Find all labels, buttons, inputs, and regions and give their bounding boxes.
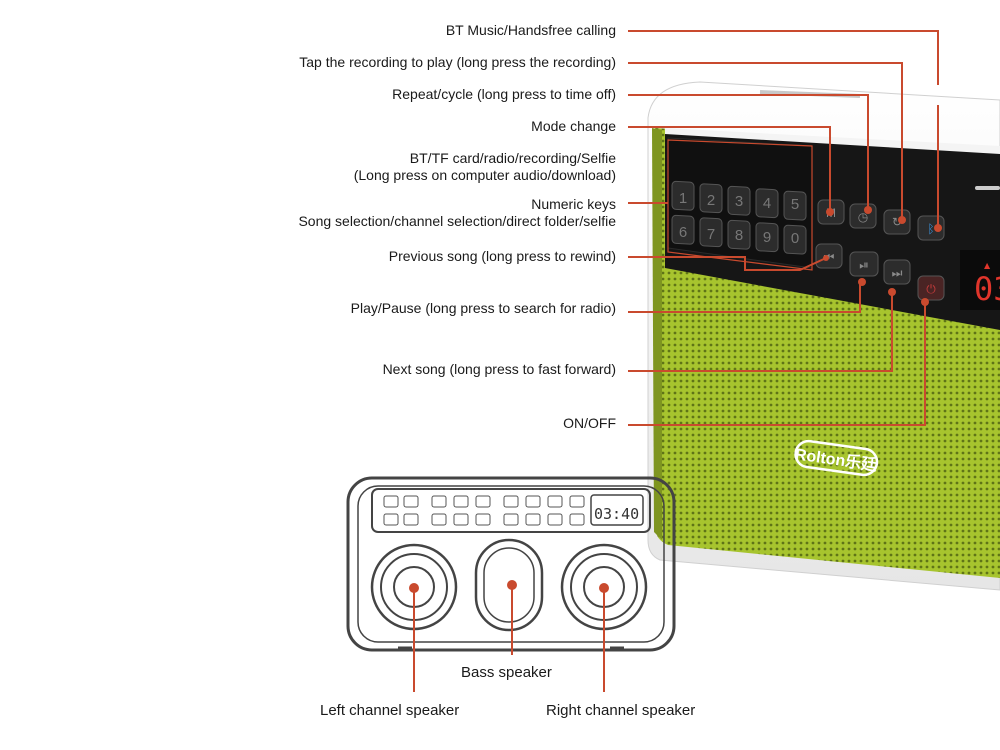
line-bt-music (628, 30, 939, 85)
label-previous-song: Previous song (long press to rewind) (388, 248, 616, 264)
svg-text:⏯: ⏯ (859, 258, 869, 272)
svg-text:⏭: ⏭ (892, 266, 903, 280)
label-bass-speaker: Bass speaker (461, 664, 552, 681)
key-label-6: 6 (679, 224, 687, 241)
key-label-0: 0 (791, 230, 799, 247)
svg-text:ᛒ: ᛒ (927, 222, 934, 236)
label-play-pause: Play/Pause (long press to search for rad… (350, 300, 616, 316)
label-left-speaker: Left channel speaker (320, 702, 460, 719)
drawing-display-time: 03:40 (594, 505, 639, 523)
drawing-display (590, 494, 644, 526)
label-numeric-line1: Numeric keys (531, 196, 616, 212)
key-label-5: 5 (791, 196, 799, 213)
key-label-8: 8 (735, 227, 743, 244)
key-3 (727, 185, 751, 216)
key-2 (699, 183, 723, 214)
speaker-callouts (409, 580, 609, 692)
bass-speaker-drawing (474, 538, 544, 632)
label-on-off: ON/OFF (563, 415, 616, 431)
label-source-line2: (Long press on computer audio/download) (353, 167, 616, 183)
key-4 (755, 188, 779, 219)
svg-text:⏮: ⏮ (824, 250, 835, 264)
key-9 (755, 222, 779, 253)
key-label-3: 3 (735, 193, 743, 210)
key-label-2: 2 (707, 192, 715, 209)
label-numeric: Numeric keys Song selection/channel sele… (298, 196, 616, 230)
key-8 (727, 219, 751, 250)
label-next-song: Next song (long press to fast forward) (382, 361, 616, 377)
drawing-control-strip (371, 488, 651, 533)
label-source: BT/TF card/radio/recording/Selfie (Long … (354, 150, 616, 184)
photo-led-display: 03 (974, 270, 1000, 308)
key-6 (671, 214, 695, 245)
label-mode-change: Mode change (531, 118, 616, 134)
key-label-9: 9 (763, 229, 771, 246)
label-tap-recording: Tap the recording to play (long press th… (299, 54, 616, 70)
key-0 (783, 224, 807, 255)
power-key-icon (917, 275, 945, 301)
label-right-speaker: Right channel speaker (546, 702, 696, 719)
key-label-7: 7 (707, 226, 715, 243)
svg-text:◷: ◷ (858, 210, 868, 224)
play-pause-key-icon (849, 251, 879, 277)
numeric-keys (671, 180, 807, 255)
key-label-1: 1 (679, 190, 687, 207)
key-1 (671, 180, 695, 211)
key-5 (783, 190, 807, 221)
svg-text:⏻: ⏻ (926, 282, 936, 296)
svg-text:▲: ▲ (984, 261, 991, 270)
label-bt-music: BT Music/Handsfree calling (445, 22, 616, 38)
prev-key-icon (815, 243, 843, 269)
key-label-4: 4 (763, 195, 771, 212)
label-numeric-line2: Song selection/channel selection/direct … (298, 213, 616, 229)
svg-text:↻: ↻ (892, 215, 902, 229)
next-key-icon (883, 259, 911, 285)
key-7 (699, 217, 723, 248)
repeat-key-icon (883, 209, 911, 235)
label-repeat-cycle: Repeat/cycle (long press to time off) (392, 86, 616, 102)
label-source-line1: BT/TF card/radio/recording/Selfie (409, 150, 616, 166)
